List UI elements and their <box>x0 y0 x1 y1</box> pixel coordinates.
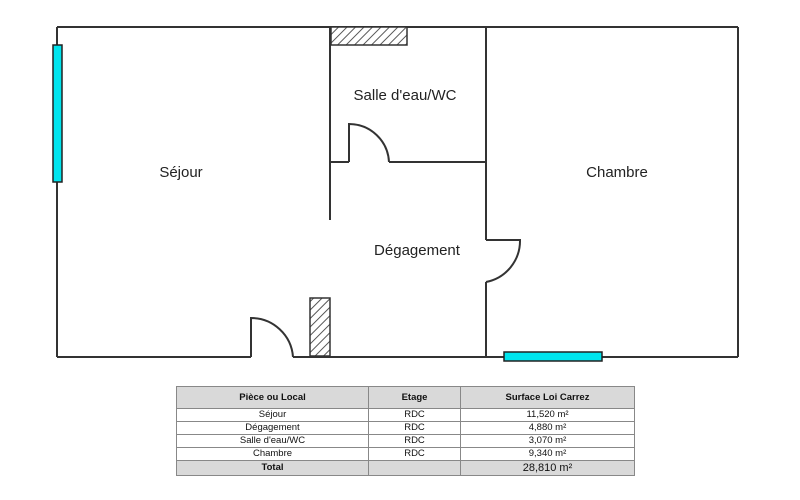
bath-door <box>348 122 390 163</box>
cell-room: Chambre <box>176 447 369 461</box>
room-label-sejour: Séjour <box>159 164 202 181</box>
room-label-chambre: Chambre <box>586 164 648 181</box>
table-row: Dégagement RDC 4,880 m² <box>176 421 635 435</box>
cell-level: RDC <box>368 447 461 461</box>
room-label-salle-eau: Salle d'eau/WC <box>354 87 457 104</box>
doors <box>250 122 522 358</box>
hatched-duct-bottom <box>309 297 331 357</box>
table-row: Séjour RDC 11,520 m² <box>176 408 635 422</box>
cell-room: Salle d'eau/WC <box>176 434 369 448</box>
cell-room: Dégagement <box>176 421 369 435</box>
total-label: Total <box>176 460 369 476</box>
cell-level: RDC <box>368 421 461 435</box>
window-bottom <box>503 351 603 362</box>
cell-level: RDC <box>368 408 461 422</box>
cell-surface: 9,340 m² <box>460 447 635 461</box>
hatched-duct-top <box>330 26 408 46</box>
total-level <box>368 460 461 476</box>
entrance-door <box>250 316 294 358</box>
total-value: 28,810 m² <box>460 460 635 476</box>
cell-level: RDC <box>368 434 461 448</box>
table-row: Salle d'eau/WC RDC 3,070 m² <box>176 434 635 448</box>
table-total-row: Total 28,810 m² <box>176 460 635 476</box>
header-room: Pièce ou Local <box>176 386 369 409</box>
window-left <box>52 44 63 183</box>
cell-surface: 11,520 m² <box>460 408 635 422</box>
table-row: Chambre RDC 9,340 m² <box>176 447 635 461</box>
chambre-door <box>485 239 522 283</box>
header-surface: Surface Loi Carrez <box>460 386 635 409</box>
header-level: Etage <box>368 386 461 409</box>
room-label-degagement: Dégagement <box>374 242 461 259</box>
surface-table: Pièce ou Local Etage Surface Loi Carrez … <box>176 386 635 476</box>
cell-surface: 3,070 m² <box>460 434 635 448</box>
floor-plan: Séjour Salle d'eau/WC Dégagement Chambre <box>52 26 739 362</box>
walls <box>56 26 739 358</box>
table-header-row: Pièce ou Local Etage Surface Loi Carrez <box>176 386 635 409</box>
cell-room: Séjour <box>176 408 369 422</box>
cell-surface: 4,880 m² <box>460 421 635 435</box>
